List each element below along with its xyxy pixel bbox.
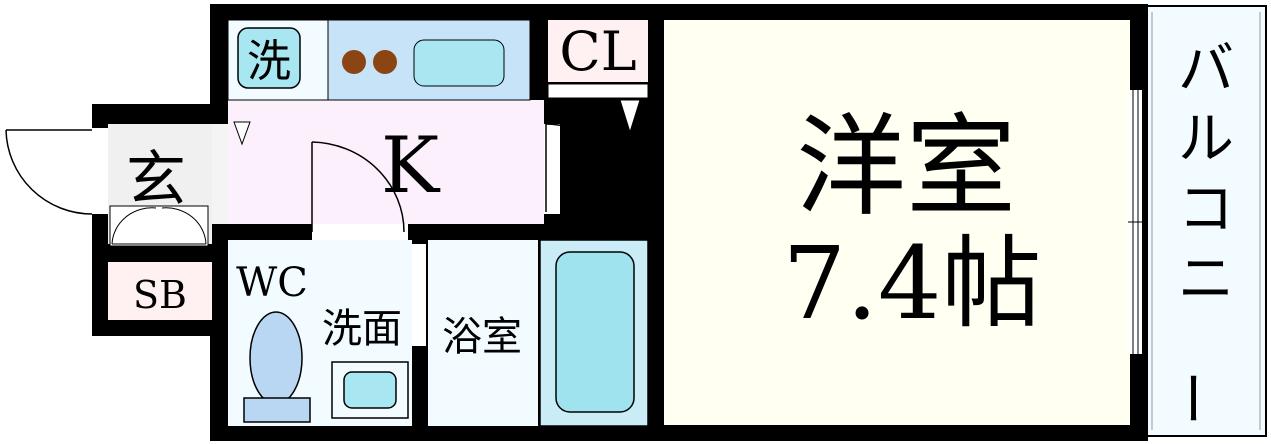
balcony-char: コ <box>1178 177 1234 242</box>
balcony-char: バ <box>1178 37 1234 102</box>
bathroom-floor <box>428 240 538 426</box>
entrance-step <box>212 124 228 224</box>
western-room-name: 洋室 <box>796 103 1016 231</box>
door-western-room <box>544 123 631 214</box>
kitchen-label: K <box>381 121 441 211</box>
western-room-floor <box>664 20 1130 425</box>
washer-icon <box>237 27 301 89</box>
balcony-label: バ ル コ ニ ー <box>1158 37 1234 426</box>
washroom-door <box>311 141 408 240</box>
balcony-char: ニ <box>1178 247 1234 312</box>
toilet-label: WC <box>236 260 308 306</box>
shoe-box-doors <box>109 205 209 247</box>
kitchen-floor-right <box>530 100 544 224</box>
shoe-box-floor <box>108 262 212 320</box>
bathroom-label: 浴室 <box>442 314 522 360</box>
front-door <box>5 128 108 215</box>
washroom-label: 洗面 <box>322 306 402 352</box>
balcony: バ ル コ ニ ー <box>1145 5 1267 437</box>
entrance-label: 玄 <box>126 145 186 215</box>
balcony-floor <box>1145 5 1267 437</box>
closet-label: CL <box>559 20 636 83</box>
shoe-box-label: SB <box>133 273 187 317</box>
toilet-fixture <box>243 311 311 423</box>
washer-label: 洗 <box>247 36 291 87</box>
kitchen-floor <box>228 100 530 224</box>
balcony-char: ル <box>1178 107 1234 172</box>
bathtub-basin <box>555 251 635 413</box>
balcony-sliding-window <box>1128 90 1142 354</box>
closet-shelf <box>547 83 649 99</box>
balcony-char: ー <box>1158 370 1223 426</box>
bathroom-door-opening <box>412 244 426 346</box>
washbasin-fixture <box>331 361 409 419</box>
stove-burner-icon <box>342 50 366 74</box>
closet-floor <box>548 20 648 82</box>
closet-door-mark <box>619 99 641 134</box>
washer-door-mark <box>233 121 251 146</box>
stove-burner-icon <box>373 50 397 74</box>
kitchen-sink <box>413 39 505 87</box>
western-room-size: 7.4帖 <box>782 225 1041 342</box>
